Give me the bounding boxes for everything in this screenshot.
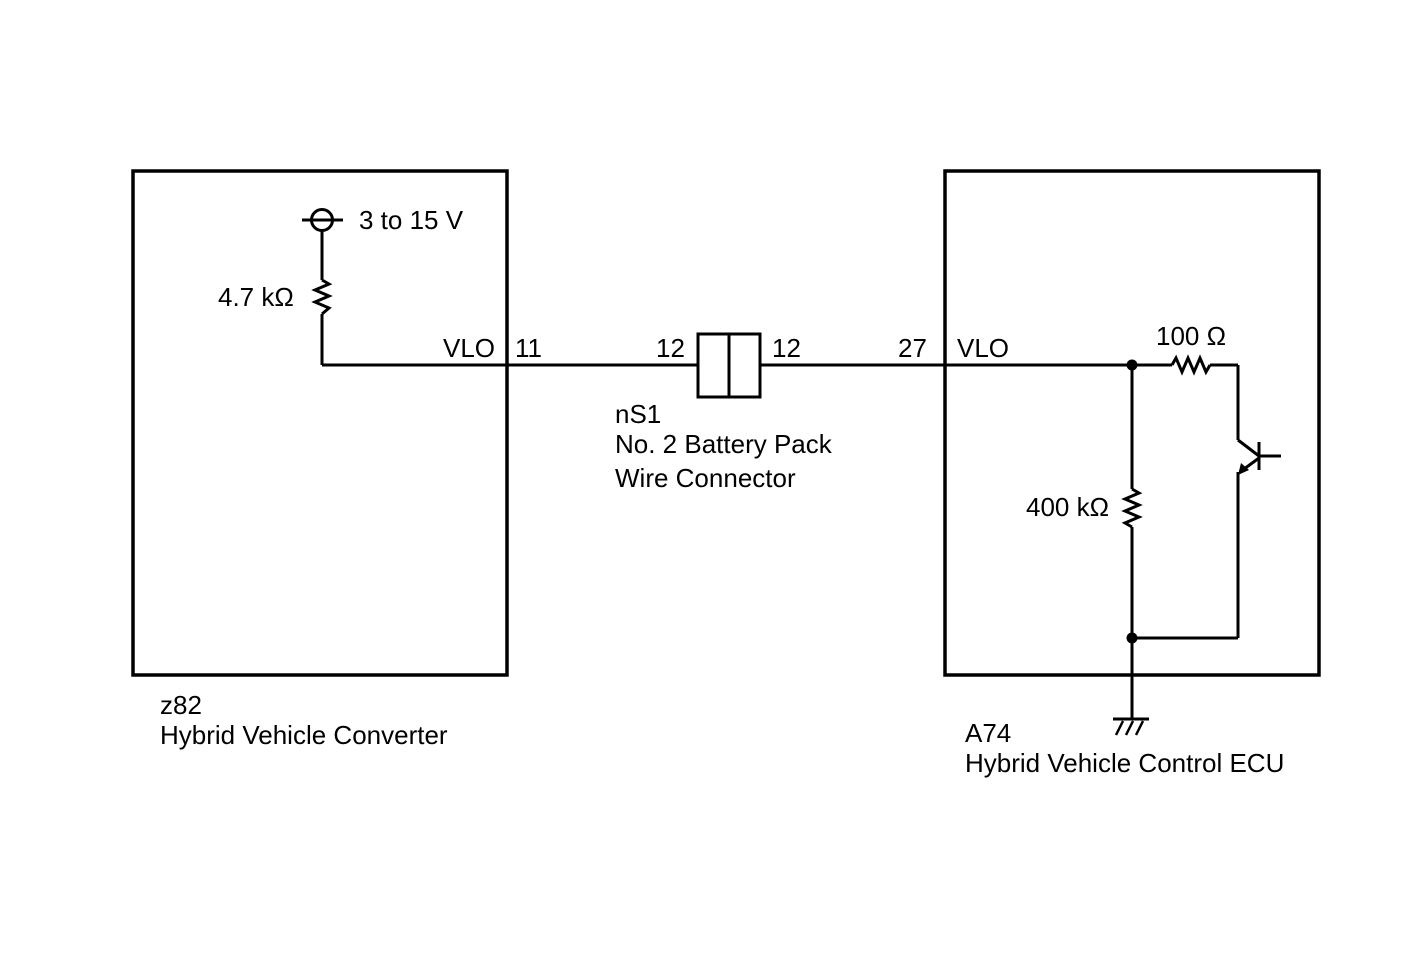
connector-name-line2: Wire Connector [615,463,796,493]
module-hybrid-vehicle-control-ecu: 27 VLO 100 Ω 400 kΩ [898,169,1321,778]
ecu-series-resistor-icon [1170,354,1212,376]
harness: 12 12 nS1 No. 2 Battery Pack Wire Connec… [507,332,945,493]
converter-resistor-label: 4.7 kΩ [218,282,294,312]
converter-terminal-pin: 11 [515,333,542,363]
ecu-pulldown-resistor-label: 400 kΩ [1026,492,1109,522]
ecu-series-resistor-label: 100 Ω [1156,321,1226,351]
ecu-terminal-pin: 27 [898,333,927,363]
converter-terminal-name: VLO [443,333,495,363]
converter-name: Hybrid Vehicle Converter [160,720,448,750]
connector-name-line1: No. 2 Battery Pack [615,429,833,459]
connector-pin-right: 12 [772,333,801,363]
ground-icon [1113,717,1149,736]
transistor-icon [1237,438,1281,475]
module-hybrid-vehicle-converter: 3 to 15 V 4.7 kΩ VLO 11 z82 Hybrid Vehic… [131,169,542,750]
connector-icon [696,332,762,399]
ecu-name: Hybrid Vehicle Control ECU [965,748,1284,778]
connector-pin-left: 12 [656,333,685,363]
converter-box [131,169,509,677]
connector-code: nS1 [615,399,661,429]
supply-voltage-label: 3 to 15 V [359,205,464,235]
ecu-terminal-name: VLO [957,333,1009,363]
ecu-code: A74 [965,718,1011,748]
converter-resistor-icon [311,278,333,316]
power-supply-icon [302,208,343,232]
ecu-pulldown-resistor-icon [1121,487,1143,529]
converter-code: z82 [160,690,202,720]
